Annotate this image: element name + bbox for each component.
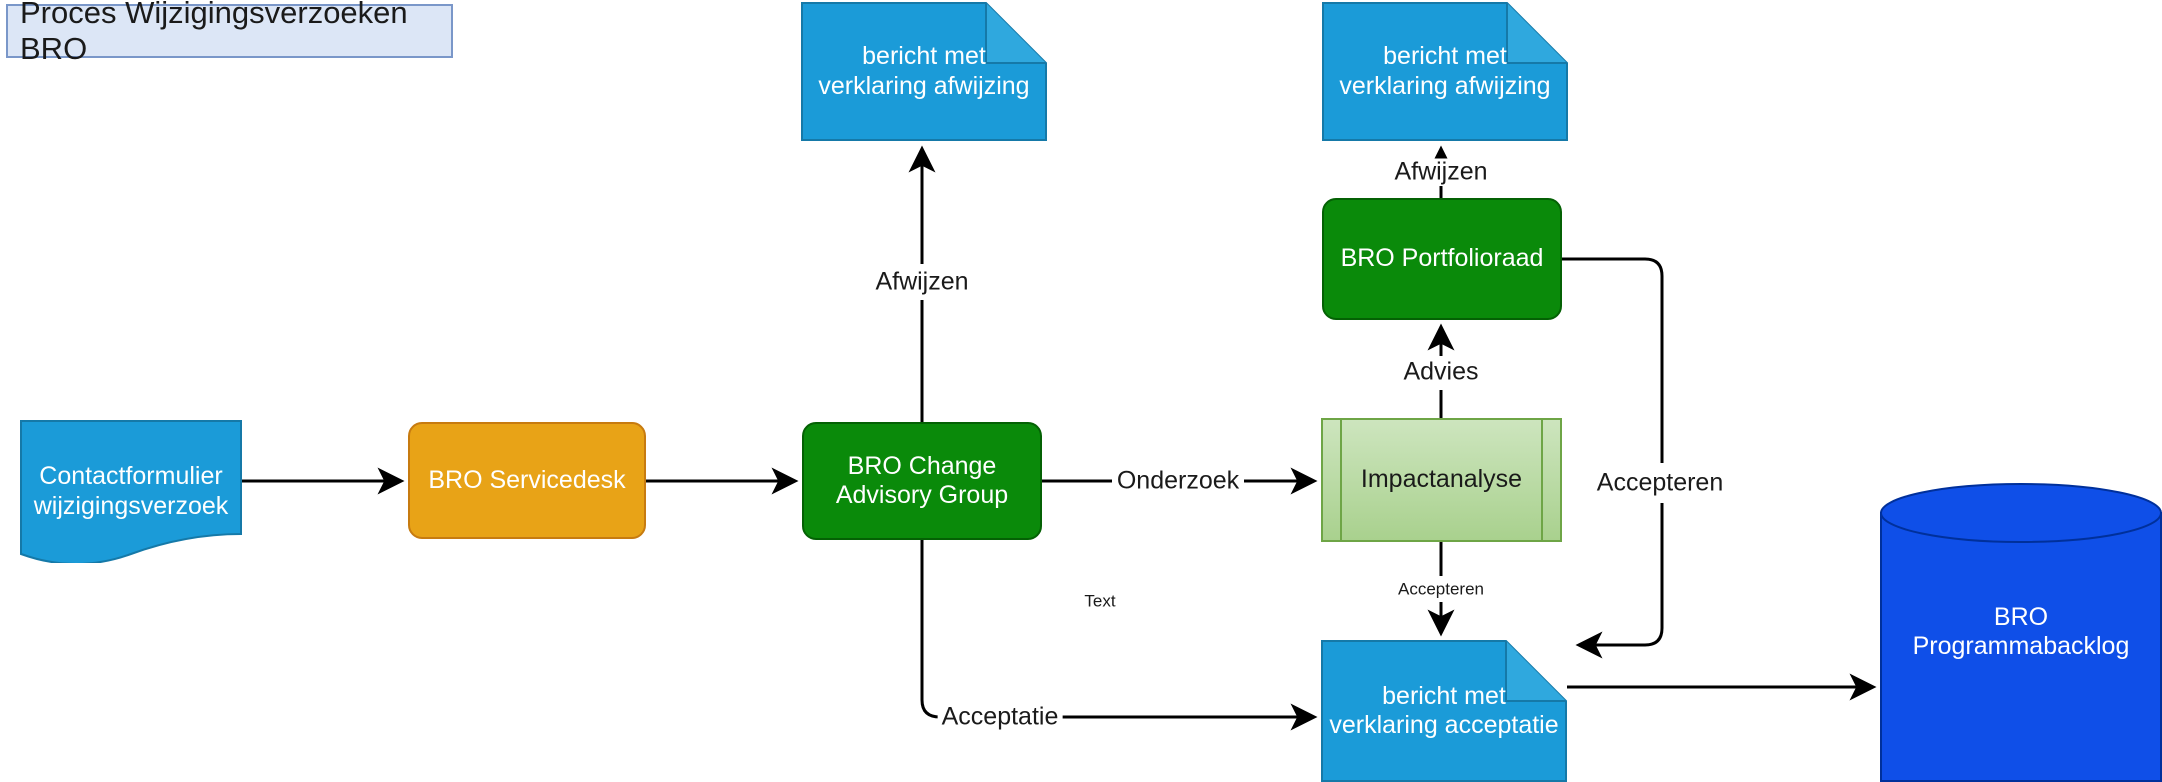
- subprocess-bar-right: [1541, 420, 1543, 540]
- node-label-bro-programmabacklog: BRO Programmabacklog: [1912, 602, 2130, 661]
- note-shape-icon: [1322, 2, 1568, 141]
- document-shape-icon: [20, 420, 242, 563]
- edge-cag-to-acceptatie-note: [920, 540, 952, 719]
- node-label-bro-change-advisory-group: BRO Change Advisory Group: [835, 451, 1009, 510]
- edge-label-text-floating: Text: [1080, 591, 1120, 611]
- node-bro-servicedesk[interactable]: BRO Servicedesk: [408, 422, 646, 539]
- node-afwijzing-note-left[interactable]: bericht met verklaring afwijzing: [801, 2, 1047, 141]
- node-afwijzing-note-right[interactable]: bericht met verklaring afwijzing: [1322, 2, 1568, 141]
- subprocess-bar-left: [1340, 420, 1342, 540]
- edge-label-accepteren-right: Accepteren: [1592, 469, 1728, 497]
- edge-label-acceptatie: Acceptatie: [937, 703, 1063, 731]
- node-label-impactanalyse: Impactanalyse: [1360, 465, 1523, 494]
- edge-label-advies: Advies: [1399, 358, 1483, 386]
- edge-label-accepteren-down: Accepteren: [1394, 579, 1488, 599]
- node-label-afwijzing-note-left: bericht met verklaring afwijzing: [818, 42, 1030, 100]
- database-cylinder-icon: [1880, 483, 2162, 782]
- edge-label-afwijzen-left: Afwijzen: [871, 268, 973, 296]
- note-shape-icon: [1321, 640, 1567, 782]
- edge-portfolioraad-to-acceptatie-note: [1562, 257, 1664, 463]
- edge-portfolioraad-to-acceptatie-note-2: [1575, 503, 1664, 659]
- node-label-bro-servicedesk: BRO Servicedesk: [428, 465, 626, 494]
- node-label-contactformulier: Contactformulier wijzigingsverzoek: [33, 462, 229, 520]
- node-label-acceptatie-note: bericht met verklaring acceptatie: [1329, 681, 1559, 740]
- page-title: Proces Wijzigingsverzoeken BRO: [20, 0, 408, 66]
- node-contactformulier[interactable]: Contactformulier wijzigingsverzoek: [20, 420, 242, 563]
- node-label-afwijzing-note-right: bericht met verklaring afwijzing: [1339, 42, 1551, 100]
- edge-label-afwijzen-right: Afwijzen: [1390, 158, 1492, 186]
- node-bro-portfolioraad[interactable]: BRO Portfolioraad: [1322, 198, 1562, 320]
- node-label-bro-portfolioraad: BRO Portfolioraad: [1340, 244, 1544, 273]
- edge-label-onderzoek: Onderzoek: [1112, 467, 1244, 495]
- node-acceptatie-note[interactable]: bericht met verklaring acceptatie: [1321, 640, 1567, 782]
- diagram-title-box: Proces Wijzigingsverzoeken BRO: [6, 0, 453, 66]
- note-shape-icon: [801, 2, 1047, 141]
- node-impactanalyse[interactable]: Impactanalyse: [1321, 418, 1562, 542]
- node-bro-change-advisory-group[interactable]: BRO Change Advisory Group: [802, 422, 1042, 540]
- node-bro-programmabacklog[interactable]: BRO Programmabacklog: [1880, 482, 2162, 782]
